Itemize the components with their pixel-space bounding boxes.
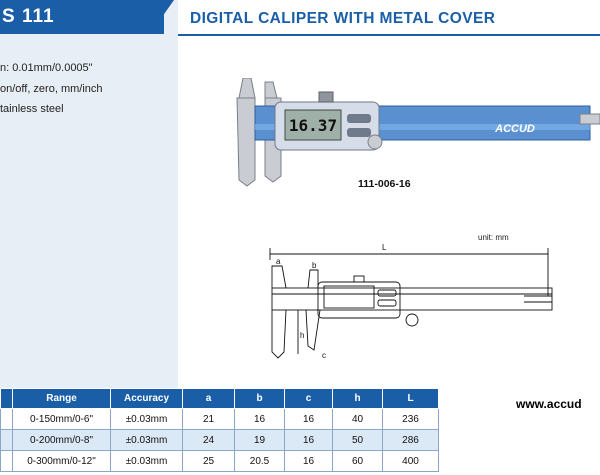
table-cell: 16 [234,408,285,430]
table-cell: 0-200mm/0-8" [12,429,111,451]
website-url: www.accud [516,397,582,411]
dim-label-a: a [276,257,281,266]
dimension-drawing: L a b h c [269,243,553,360]
table-header-accuracy: Accuracy [110,388,183,409]
table-header-L: L [382,388,439,409]
table-cell: ±0.03mm [110,408,183,430]
dim-label-c: c [322,351,326,360]
spec-panel [0,0,178,388]
table-cell: 16 [284,450,333,472]
table-cell: 236 [382,408,439,430]
spec-material: tainless steel [0,103,64,115]
display-reading: 16.37 [289,116,337,135]
table-row: 0-200mm/0-8" ±0.03mm 24 19 16 50 286 [0,429,439,451]
table-cell [0,429,13,451]
brand-label: ACCUD [494,123,535,135]
table-cell: 20.5 [234,450,285,472]
dim-label-L: L [382,243,387,252]
table-row: 0-150mm/0-6" ±0.03mm 21 16 16 40 236 [0,408,439,430]
series-code: S 111 [2,6,55,27]
series-header-tab [0,0,164,34]
table-cell [0,408,13,430]
table-cell: 16 [284,408,333,430]
table-cell: 0-300mm/0-12" [12,450,111,472]
table-header-h: h [332,388,383,409]
table-cell: 25 [182,450,235,472]
table-cell: 40 [332,408,383,430]
table-header-blank [0,388,13,409]
dim-label-h: h [300,331,304,340]
dim-label-b: b [312,261,317,270]
table-cell [0,450,13,472]
table-cell: ±0.03mm [110,450,183,472]
page-title: DIGITAL CALIPER WITH METAL COVER [190,10,496,27]
spec-resolution: n: 0.01mm/0.0005" [0,62,93,74]
table-cell: 50 [332,429,383,451]
table-header-a: a [182,388,235,409]
table-cell: 0-150mm/0-6" [12,408,111,430]
table-cell: 60 [332,450,383,472]
table-cell: 24 [182,429,235,451]
table-header-range: Range [12,388,111,409]
table-row: 0-300mm/0-12" ±0.03mm 25 20.5 16 60 400 [0,450,439,472]
table-cell: 21 [182,408,235,430]
model-code: 111-006-16 [358,178,411,190]
table-cell: 400 [382,450,439,472]
table-header-c: c [284,388,333,409]
series-header-tab-tail [150,0,174,34]
spec-table: Range Accuracy a b c h L 0-150mm/0-6" ±0… [0,388,439,472]
caliper-photo: 16.37 ACCUD [236,78,600,187]
table-cell: ±0.03mm [110,429,183,451]
spec-functions: on/off, zero, mm/inch [0,83,103,95]
table-header-b: b [234,388,285,409]
table-cell: 16 [284,429,333,451]
table-cell: 286 [382,429,439,451]
unit-note: unit: mm [478,233,509,242]
table-cell: 19 [234,429,285,451]
table-header-row: Range Accuracy a b c h L [0,388,439,409]
title-rule [178,34,600,36]
